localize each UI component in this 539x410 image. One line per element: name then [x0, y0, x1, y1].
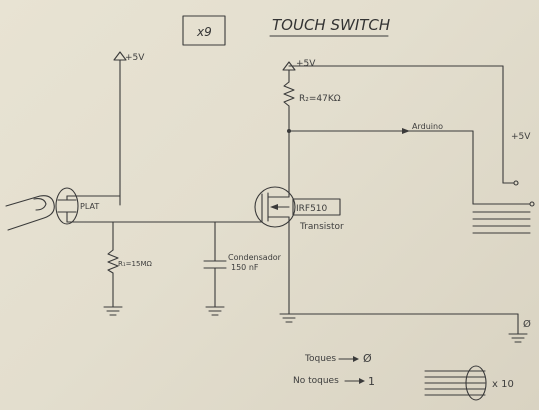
- r2-label: R₂=47KΩ: [299, 94, 341, 104]
- x9-box: [182, 15, 226, 46]
- ground-left: [103, 306, 123, 316]
- diagram-title: TOUCH SWITCH: [272, 16, 390, 34]
- transistor-label: Transistor: [299, 222, 344, 232]
- r1-label: R₁=15MΩ: [118, 260, 152, 268]
- ground-cap: [205, 306, 225, 316]
- x9-label: x9: [196, 25, 212, 39]
- multiplier-label: x 10: [492, 379, 514, 390]
- transistor-part-box: [292, 198, 341, 216]
- cable-drawing: [424, 365, 487, 401]
- ground-mid: [279, 313, 299, 323]
- arduino-arrow: [402, 128, 410, 134]
- legend-notouch-value: 1: [368, 375, 375, 388]
- legend-touch-value: Ø: [363, 352, 372, 365]
- resistor-r1: [107, 249, 119, 274]
- legend-touch-arrowhead: [353, 356, 359, 362]
- legend-touch-text: Toques: [304, 354, 336, 364]
- capacitor-label-2: 150 nF: [231, 263, 259, 272]
- legend-notouch-text: No toques: [293, 376, 339, 386]
- supply-right-label: +5V: [511, 132, 531, 142]
- connector-5v: [513, 180, 519, 186]
- fingernail: [33, 198, 47, 211]
- ribbon-bus: [472, 203, 531, 234]
- resistor-r2: [283, 81, 295, 107]
- capacitor-label-1: Condensador: [228, 253, 282, 262]
- ground-right: [508, 333, 528, 343]
- connector-arduino: [529, 201, 535, 207]
- supply-mid-label: +5V: [296, 59, 316, 69]
- finger-drawing: [5, 195, 55, 231]
- arduino-label: Arduino: [412, 122, 443, 131]
- touch-plate-label: PLAT: [80, 202, 99, 211]
- mosfet-transistor: [254, 186, 296, 228]
- legend-notouch-arrowhead: [359, 378, 365, 384]
- supply-left-label: +5V: [125, 53, 145, 63]
- zero-label: Ø: [523, 318, 531, 330]
- transistor-part: IRF510: [296, 204, 328, 214]
